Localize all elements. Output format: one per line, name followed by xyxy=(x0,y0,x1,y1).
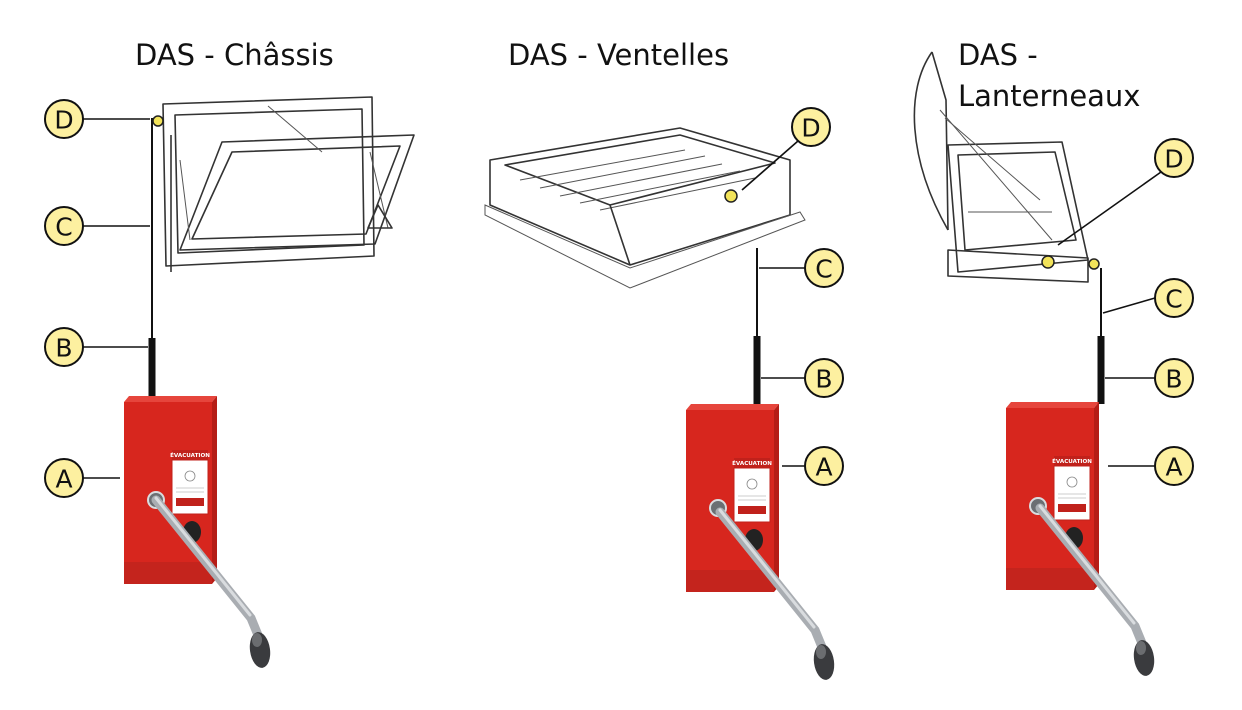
svg-text:A: A xyxy=(815,453,832,482)
lanterneaux-label-d: D xyxy=(1057,138,1194,246)
lanterneaux-hatch-sketch xyxy=(913,51,1089,283)
svg-text:B: B xyxy=(55,334,72,363)
svg-text:D: D xyxy=(54,106,73,135)
ventelles-label-c: C xyxy=(759,248,844,288)
lanterneaux-label-a: A xyxy=(1108,446,1194,486)
title-das-ventelles: DAS - Ventelles xyxy=(508,38,729,72)
svg-text:B: B xyxy=(1165,365,1182,394)
title-das-lanterneaux-line2: Lanterneaux xyxy=(958,79,1140,113)
ventelles-sticker-line1: ÉVACUATION xyxy=(732,459,772,467)
ventelles-label-b: B xyxy=(761,358,844,398)
svg-text:D: D xyxy=(1164,145,1183,174)
svg-text:C: C xyxy=(1165,285,1182,314)
svg-text:D: D xyxy=(801,114,820,143)
chassis-cable-assembly xyxy=(148,115,164,400)
title-das-lanterneaux-line1: DAS - xyxy=(958,38,1038,72)
chassis-control-box: ÉVACUATION xyxy=(123,395,218,585)
chassis-label-a: A xyxy=(44,458,120,498)
ventelles-d-point xyxy=(724,189,738,203)
chassis-label-b: B xyxy=(44,327,148,367)
lanterneaux-d-point xyxy=(1041,255,1055,269)
title-das-chassis: DAS - Châssis xyxy=(135,38,334,72)
svg-text:A: A xyxy=(1165,453,1182,482)
lanterneaux-control-box: ÉVACUATION xyxy=(1005,401,1100,591)
chassis-label-d: D xyxy=(44,99,150,139)
svg-text:C: C xyxy=(55,213,72,242)
chassis-label-c: C xyxy=(44,206,150,246)
lanterneaux-cable-assembly xyxy=(1041,255,1105,404)
lanterneaux-pulley xyxy=(1088,258,1100,270)
lanterneaux-label-c: C xyxy=(1102,278,1194,318)
chassis-sticker-line1: ÉVACUATION xyxy=(170,451,210,459)
svg-text:C: C xyxy=(815,255,832,284)
ventelles-louvre-sketch xyxy=(484,127,806,289)
chassis-window-sketch xyxy=(162,96,415,272)
ventelles-label-d: D xyxy=(741,107,831,191)
chassis-d-point xyxy=(152,115,164,127)
ventelles-cable-assembly xyxy=(724,189,761,408)
ventelles-control-box: ÉVACUATION xyxy=(685,403,780,593)
lanterneaux-label-b: B xyxy=(1105,358,1194,398)
ventelles-label-a: A xyxy=(782,446,844,486)
svg-text:B: B xyxy=(815,365,832,394)
lanterneaux-sticker-line1: ÉVACUATION xyxy=(1052,457,1092,465)
svg-text:A: A xyxy=(55,465,72,494)
